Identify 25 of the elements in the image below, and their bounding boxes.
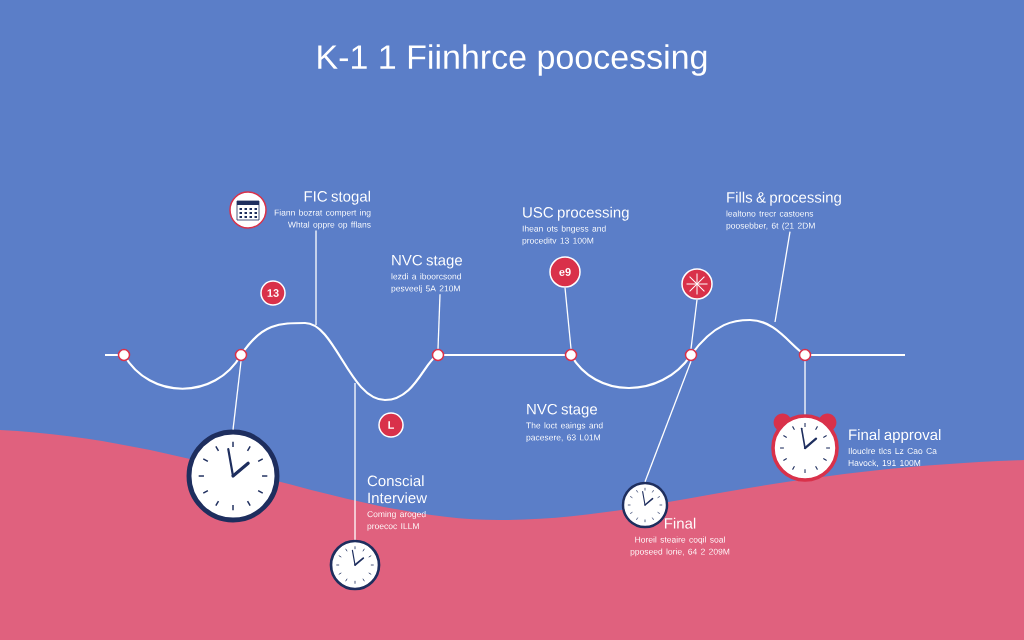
stage-label: USC processing Ihean ots bngess and proceditv 13 100M (522, 206, 629, 246)
leader-line (437, 293, 441, 350)
badge: e9 (549, 256, 581, 288)
leader-line (564, 287, 572, 350)
stage-label: Final approval Ilouclre tlcs Lz Cao Ca Havock, 191 100M (848, 429, 941, 467)
badge: 13 (260, 280, 286, 306)
leader-line (644, 360, 692, 483)
clock-icon (186, 429, 280, 523)
leader-line (774, 230, 791, 323)
leader-line (354, 382, 356, 541)
leader-line (232, 360, 242, 431)
stage-label: FIC stogal Fiann bozrat compert ing Whtal oppre op fflans (274, 190, 371, 230)
leader-line (804, 360, 806, 415)
asterisk-icon (681, 268, 713, 300)
stage-label: Final Horeil steaire coqil soal pposeed lorie, 64 2 209M (630, 517, 730, 557)
leader-line (690, 299, 698, 350)
stage-label: Fills & processing lealtono trecr castoens poosebber, 6t (21 2DM (726, 191, 841, 231)
title: K-1 1 Fiinhrce poocessing (318, 44, 707, 76)
leader-line (315, 229, 317, 326)
clock-icon (329, 539, 381, 591)
stage-label: NVC stage lezdi a iboorcsond pesveelj 5A 210M (391, 254, 462, 294)
badge: L (378, 412, 404, 438)
stage-label: Conscial Interview Coming aroged proecoc ILLM (367, 475, 428, 531)
stage-label: NVC stage The loct eaings and pacesere, 63 L01M (526, 403, 603, 443)
alarm-clock-icon (771, 413, 839, 482)
